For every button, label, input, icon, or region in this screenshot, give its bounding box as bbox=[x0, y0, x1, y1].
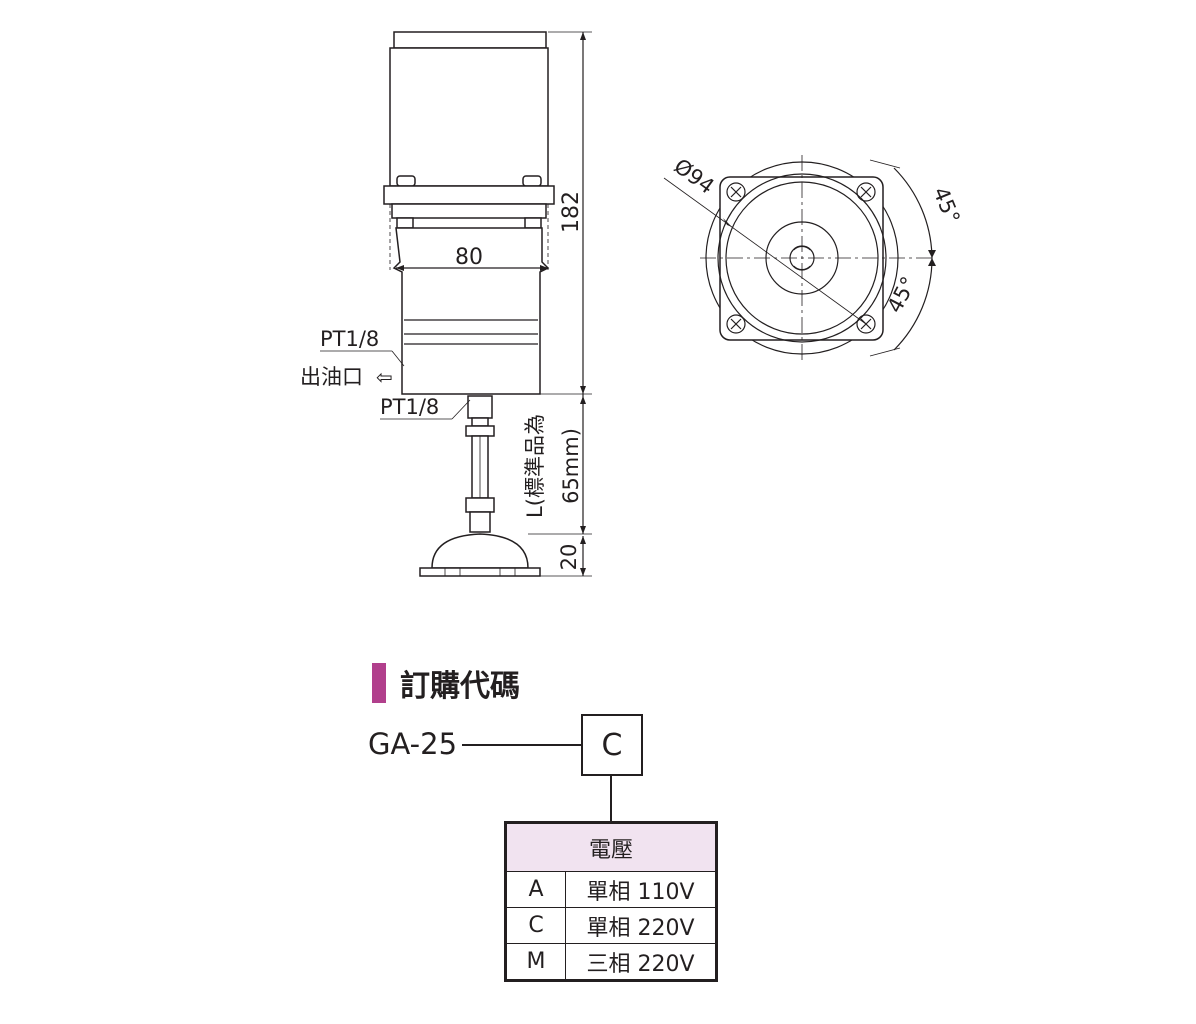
table-cell-value: 單相 220V bbox=[565, 907, 717, 944]
table-cell-value: 三相 220V bbox=[565, 943, 717, 981]
section-marker bbox=[372, 663, 386, 703]
model-prefix: GA-25 bbox=[368, 727, 458, 761]
outlet-arrow-icon: ⇦ bbox=[376, 365, 393, 389]
table-cell-code: M bbox=[505, 943, 566, 981]
dim-l-label: L(標準品為 bbox=[523, 414, 547, 518]
table-cell-code: C bbox=[505, 907, 566, 944]
table-cell-value: 單相 110V bbox=[565, 871, 717, 908]
table-row: M 三相 220V bbox=[505, 943, 717, 981]
dim-182-label: 182 bbox=[559, 191, 584, 233]
table-row: C 單相 220V bbox=[505, 907, 717, 944]
ordering-section-title: 訂購代碼 bbox=[372, 662, 520, 704]
ordering-title: 訂購代碼 bbox=[400, 669, 520, 704]
angle-label-upper: 45° bbox=[928, 184, 964, 228]
port-label-lower: PT1/8 bbox=[380, 395, 439, 419]
side-view: 80 182 L(標準品為 65mm) 20 PT1/8 出油口 ⇦ PT1/8 bbox=[300, 31, 592, 577]
top-view: Ø94 45° 45° bbox=[663, 154, 965, 360]
table-header: 電壓 bbox=[505, 822, 717, 872]
port-label-upper: PT1/8 bbox=[320, 327, 379, 351]
dim-l-value: 65mm) bbox=[559, 428, 583, 504]
connector-line bbox=[462, 744, 582, 746]
table-header-row: 電壓 bbox=[505, 822, 717, 872]
outlet-label: 出油口 bbox=[300, 365, 363, 389]
diameter-label: Ø94 bbox=[670, 154, 719, 199]
table-cell-code: A bbox=[505, 871, 566, 908]
connector-vline bbox=[610, 776, 612, 822]
angle-label-lower: 45° bbox=[882, 273, 921, 317]
table-row: A 單相 110V bbox=[505, 871, 717, 908]
code-box: C bbox=[581, 714, 643, 776]
dim-20-label: 20 bbox=[557, 544, 581, 571]
dim-80-label: 80 bbox=[455, 245, 483, 270]
voltage-table: 電壓 A 單相 110V C 單相 220V M 三相 220V bbox=[504, 821, 718, 982]
